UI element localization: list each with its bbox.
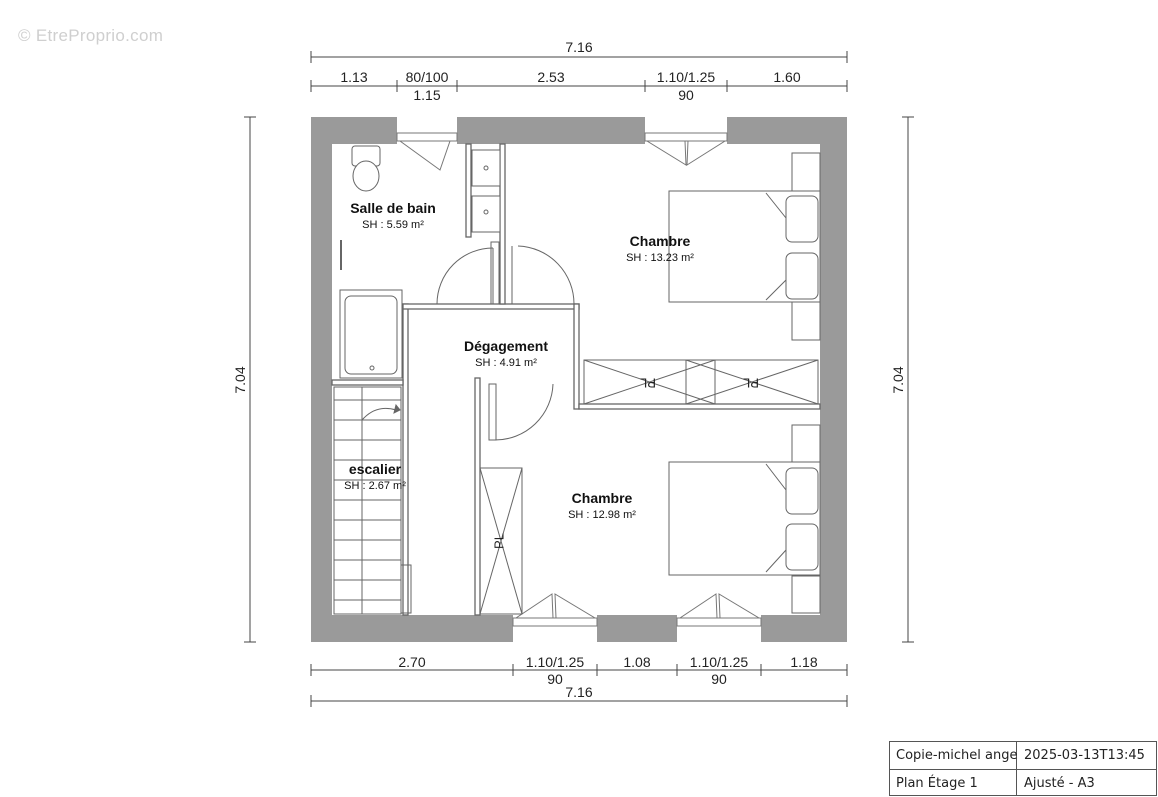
dim-top-sub: 90 [678, 87, 694, 103]
title-block-timestamp: 2025-03-13T13:45 [1024, 748, 1145, 763]
dim-top-segment: 2.53 [537, 69, 564, 85]
room-area-chambre-2: SH : 12.98 m² [568, 509, 636, 521]
room-name-salle-de-bain: Salle de bain [350, 200, 436, 216]
doors [436, 241, 575, 441]
dim-bottom-total: 7.16 [565, 684, 592, 700]
dim-top-segment: 1.13 [340, 69, 367, 85]
title-block-scale: Ajusté - A3 [1024, 776, 1095, 791]
room-name-chambre-2: Chambre [572, 490, 633, 506]
title-block-author: Copie-michel ange [896, 748, 1018, 763]
dimension-lines [244, 51, 914, 707]
closets [479, 359, 819, 615]
dim-bottom-sub: 90 [711, 671, 727, 687]
windows [396, 132, 762, 627]
room-area-chambre-1: SH : 13.23 m² [626, 252, 694, 264]
dim-right-height: 7.04 [890, 366, 906, 393]
watermark: © EtreProprio.com [18, 26, 164, 45]
title-block: Copie-michel ange 2025-03-13T13:45 Plan … [889, 741, 1157, 796]
dim-left-height: 7.04 [232, 366, 248, 393]
room-name-degagement: Dégagement [464, 338, 548, 354]
dim-top-segment: 1.10/1.25 [657, 69, 716, 85]
dim-top-sub: 1.15 [413, 87, 440, 103]
dim-bottom-segment: 1.18 [790, 654, 817, 670]
room-area-escalier: SH : 2.67 m² [344, 480, 406, 492]
exterior-walls [311, 117, 847, 642]
dim-top-segment: 80/100 [406, 69, 449, 85]
dim-bottom-segment: 2.70 [398, 654, 425, 670]
room-labels: Salle de bain SH : 5.59 m² Chambre SH : … [344, 200, 694, 521]
dimension-labels: 7.16 1.13 80/100 2.53 1.10/1.25 1.60 1.1… [232, 39, 906, 700]
staircase [333, 386, 412, 615]
dim-top-total: 7.16 [565, 39, 592, 55]
dim-bottom-segment: 1.10/1.25 [526, 654, 585, 670]
room-area-degagement: SH : 4.91 m² [475, 357, 537, 369]
dim-bottom-segment: 1.10/1.25 [690, 654, 749, 670]
closet-label: PL [640, 376, 656, 391]
dim-bottom-segment: 1.08 [623, 654, 650, 670]
dim-top-segment: 1.60 [773, 69, 800, 85]
closet-label: PL [491, 533, 506, 549]
beds [668, 152, 821, 614]
room-name-chambre-1: Chambre [630, 233, 691, 249]
title-block-plan-name: Plan Étage 1 [896, 776, 978, 791]
bathroom-fixtures [339, 145, 501, 379]
closet-labels: PL PL PL [491, 376, 759, 549]
dim-bottom-sub: 90 [547, 671, 563, 687]
room-area-salle-de-bain: SH : 5.59 m² [362, 219, 424, 231]
room-name-escalier: escalier [349, 461, 402, 477]
closet-label: PL [743, 376, 759, 391]
